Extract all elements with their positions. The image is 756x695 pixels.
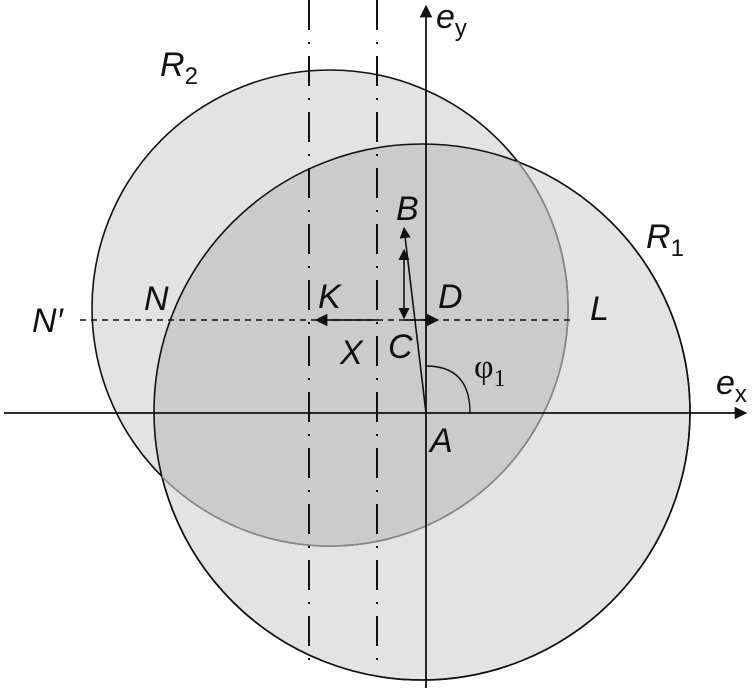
label-phi1: φ1 [474,349,506,392]
label-c: C [388,328,413,366]
label-r2: R2 [160,46,198,90]
circle-r1-outline [153,143,691,681]
circle-r2-inner-arc [154,144,569,547]
angle-arc-phi1 [425,365,471,414]
label-b: B [396,190,419,228]
label-x: X [339,334,364,372]
label-ey: ey [436,0,467,42]
label-ex: ex [716,364,747,408]
label-a: A [428,422,453,460]
label-r1: R1 [646,218,684,262]
label-n: N [144,280,169,318]
label-l: L [590,290,609,328]
label-k: K [318,278,342,316]
label-n-prime: N′ [32,302,65,340]
label-d: D [438,278,463,316]
